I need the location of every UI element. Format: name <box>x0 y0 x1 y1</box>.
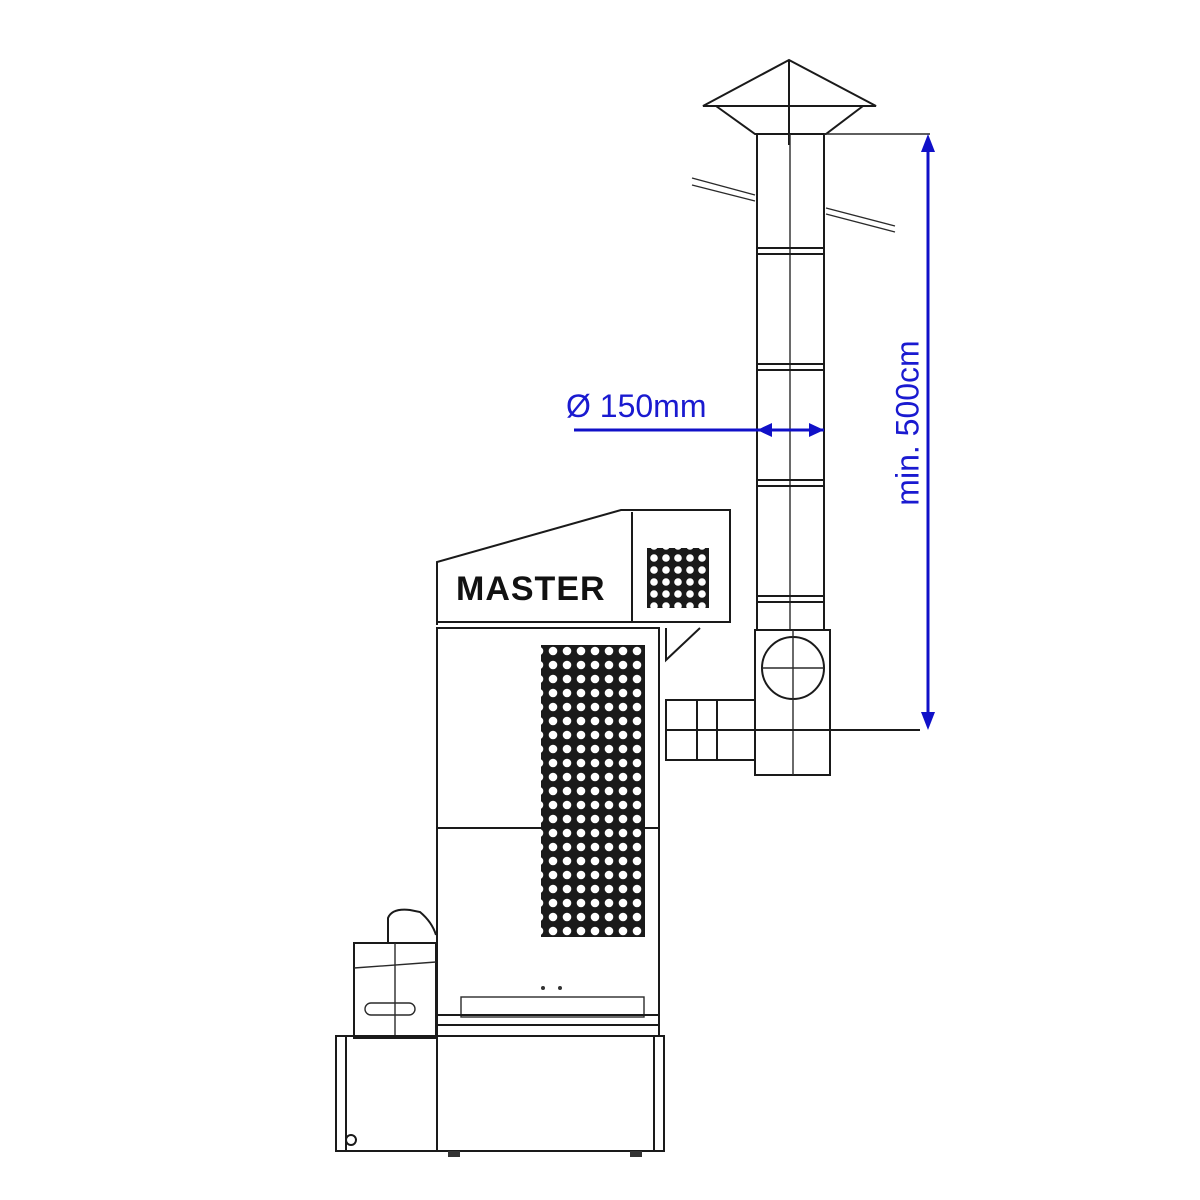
horizontal-connector <box>665 699 756 761</box>
chimney-cap <box>702 58 877 145</box>
t-connector <box>666 629 920 776</box>
heater-body <box>436 627 660 1035</box>
diameter-label: Ø 150mm <box>566 388 707 424</box>
fuel-tank <box>353 908 437 1039</box>
height-dimension <box>824 133 935 730</box>
brand-label: MASTER <box>456 570 606 608</box>
heater-base <box>335 1035 665 1157</box>
height-label: min. 500cm <box>889 340 926 506</box>
flue-pipe <box>756 134 825 630</box>
diameter-dimension <box>574 423 824 437</box>
roof-line <box>691 177 896 233</box>
